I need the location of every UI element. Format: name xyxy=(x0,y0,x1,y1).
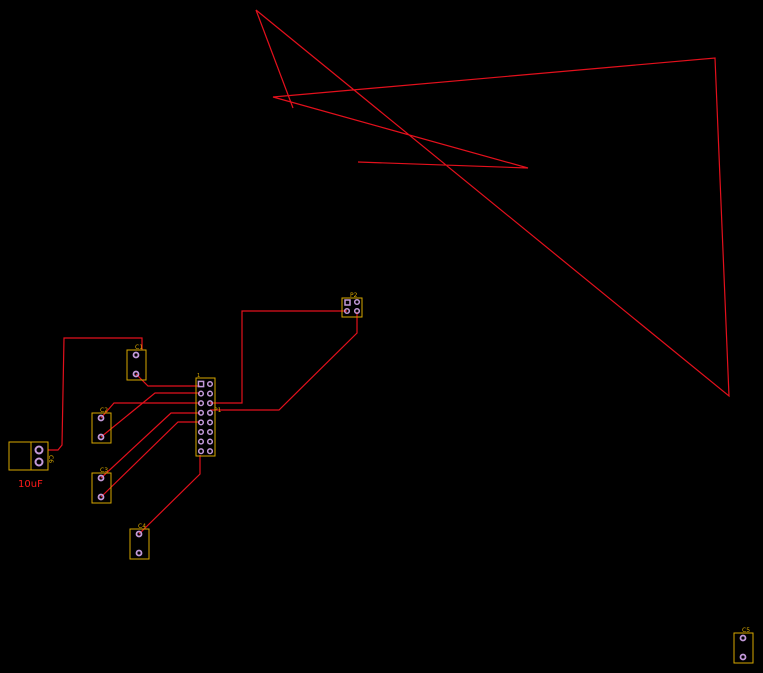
pad[interactable] xyxy=(197,409,205,416)
component-outline xyxy=(129,528,150,560)
trace[interactable] xyxy=(255,9,730,398)
pad[interactable] xyxy=(206,428,214,436)
pad[interactable] xyxy=(353,298,361,306)
component-outline xyxy=(341,297,363,318)
pad[interactable] xyxy=(97,493,105,501)
reference-designator: C3 xyxy=(100,467,108,474)
trace[interactable] xyxy=(210,310,347,404)
pad[interactable] xyxy=(197,428,205,436)
reference-designator: P2 xyxy=(350,292,358,299)
trace[interactable] xyxy=(255,9,294,109)
pad[interactable] xyxy=(132,351,140,359)
pad[interactable] xyxy=(206,438,214,445)
pad[interactable] xyxy=(206,380,214,388)
capacitor-c6[interactable]: C6 10uF xyxy=(8,441,54,490)
components-layer: C6 10uF C1 C2 C3 C4 xyxy=(8,292,754,664)
trace[interactable] xyxy=(48,337,143,451)
connector-p1[interactable]: 1 P1 xyxy=(195,373,222,457)
component-outline xyxy=(126,349,147,381)
pad[interactable] xyxy=(197,438,205,445)
pad[interactable] xyxy=(197,419,205,426)
trace[interactable] xyxy=(100,421,200,498)
pad[interactable] xyxy=(197,448,205,455)
capacitor-c4[interactable]: C4 xyxy=(129,523,150,560)
pad[interactable] xyxy=(197,380,205,388)
pad[interactable] xyxy=(206,419,214,426)
pad[interactable] xyxy=(97,414,105,422)
trace[interactable] xyxy=(100,392,200,438)
pad[interactable] xyxy=(97,474,105,482)
reference-designator: C6 xyxy=(47,455,54,463)
trace[interactable] xyxy=(210,312,358,411)
pad[interactable] xyxy=(34,445,44,455)
pad[interactable] xyxy=(344,299,351,306)
capacitor-c2[interactable]: C2 xyxy=(91,407,112,444)
capacitor-c5[interactable]: C5 xyxy=(733,627,754,664)
pad[interactable] xyxy=(739,653,747,661)
pin1-marker: 1 xyxy=(197,373,200,379)
pad[interactable] xyxy=(34,457,44,467)
component-outline xyxy=(733,632,754,664)
reference-designator: C4 xyxy=(138,523,146,530)
capacitor-c1[interactable]: C1 xyxy=(126,344,147,381)
trace[interactable] xyxy=(100,412,200,479)
pad[interactable] xyxy=(206,409,214,416)
reference-designator: P1 xyxy=(214,407,222,414)
pad[interactable] xyxy=(135,530,143,538)
pad[interactable] xyxy=(206,400,214,407)
component-outline xyxy=(91,472,112,504)
pad[interactable] xyxy=(206,448,214,455)
pad[interactable] xyxy=(343,307,351,315)
pad[interactable] xyxy=(197,400,205,407)
pad[interactable] xyxy=(135,549,143,557)
component-outline xyxy=(91,412,112,444)
pad[interactable] xyxy=(97,433,105,441)
capacitor-c3[interactable]: C3 xyxy=(91,467,112,504)
component-outline xyxy=(8,441,49,471)
reference-designator: C5 xyxy=(742,627,750,634)
component-outline xyxy=(195,377,216,457)
component-value-label: 10uF xyxy=(18,479,43,490)
reference-designator: C1 xyxy=(135,344,143,351)
trace[interactable] xyxy=(138,455,201,535)
reference-designator: C2 xyxy=(100,407,108,414)
trace[interactable] xyxy=(135,373,200,387)
pad[interactable] xyxy=(353,307,361,315)
pad[interactable] xyxy=(132,370,140,378)
pad[interactable] xyxy=(197,390,205,397)
pad[interactable] xyxy=(739,634,747,642)
pad[interactable] xyxy=(206,390,214,397)
connector-p2[interactable]: P2 xyxy=(341,292,363,318)
